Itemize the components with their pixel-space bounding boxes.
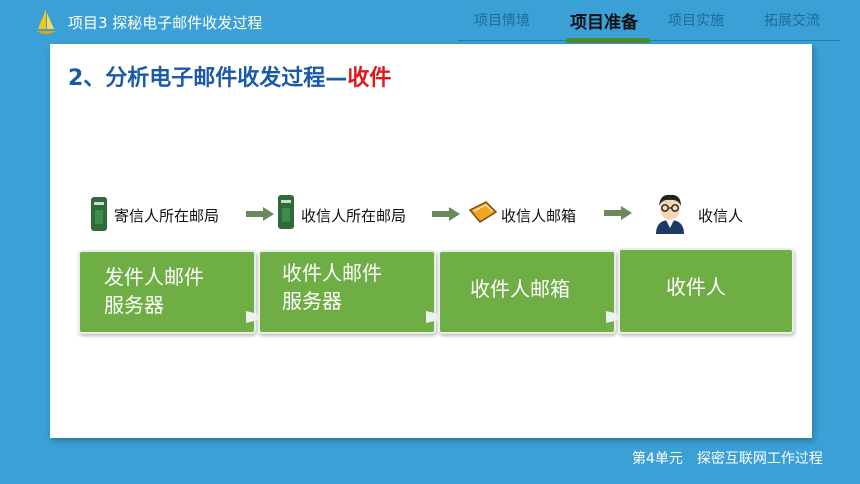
mailbox-icon [91, 197, 107, 231]
recipient-mailbox-label: 收信人邮箱 [501, 207, 577, 225]
slide-title: 2、分析电子邮件收发过程—收件 [68, 60, 391, 92]
box1-line1: 发件人邮件 [104, 265, 204, 289]
project-title: 项目3 探秘电子邮件收发过程 [68, 14, 263, 32]
recipient-mailbox-box: 收件人邮箱 [438, 250, 616, 334]
sailboat-logo-icon [36, 9, 56, 34]
person-avatar-icon [656, 194, 684, 234]
recipient-post-office-label: 收信人所在邮局 [301, 207, 407, 225]
top-bar: 项目3 探秘电子邮件收发过程 项目情境 项目准备 项目实施 拓展交流 [0, 0, 860, 44]
recipient-box: 收件人 [618, 248, 794, 334]
slide-title-main: 2、分析电子邮件收发过程— [68, 66, 348, 91]
arrow-right-icon [432, 207, 460, 221]
active-tab-indicator [566, 38, 650, 43]
box1-line2: 服务器 [104, 293, 164, 317]
tab-project-scenario[interactable]: 项目情境 [474, 13, 530, 29]
box4-label: 收件人 [666, 275, 726, 299]
slide-title-accent: 收件 [347, 66, 392, 91]
unit-footer: 第4单元 探密互联网工作过程 [632, 451, 823, 467]
arrow-right-icon [604, 206, 632, 220]
tab-project-preparation[interactable]: 项目准备 [570, 13, 638, 33]
mailbox-icon [278, 195, 294, 229]
envelope-folder-icon [468, 201, 498, 223]
recipient-mail-server-box: 收件人邮件 服务器 [258, 250, 436, 334]
sender-mail-server-box: 发件人邮件 服务器 [78, 250, 256, 334]
arrow-right-icon [246, 207, 274, 221]
box3-label: 收件人邮箱 [470, 277, 570, 301]
tab-extension-exchange[interactable]: 拓展交流 [764, 13, 820, 29]
box2-line1: 收件人邮件 [282, 261, 382, 285]
box2-line2: 服务器 [282, 289, 342, 313]
recipient-label: 收信人 [698, 207, 744, 225]
tab-project-implementation[interactable]: 项目实施 [668, 13, 724, 29]
slide-card: 2、分析电子邮件收发过程—收件 寄信人所在邮局 收信人所在邮局 收信人邮箱 [50, 44, 812, 438]
sender-post-office-label: 寄信人所在邮局 [114, 207, 220, 225]
